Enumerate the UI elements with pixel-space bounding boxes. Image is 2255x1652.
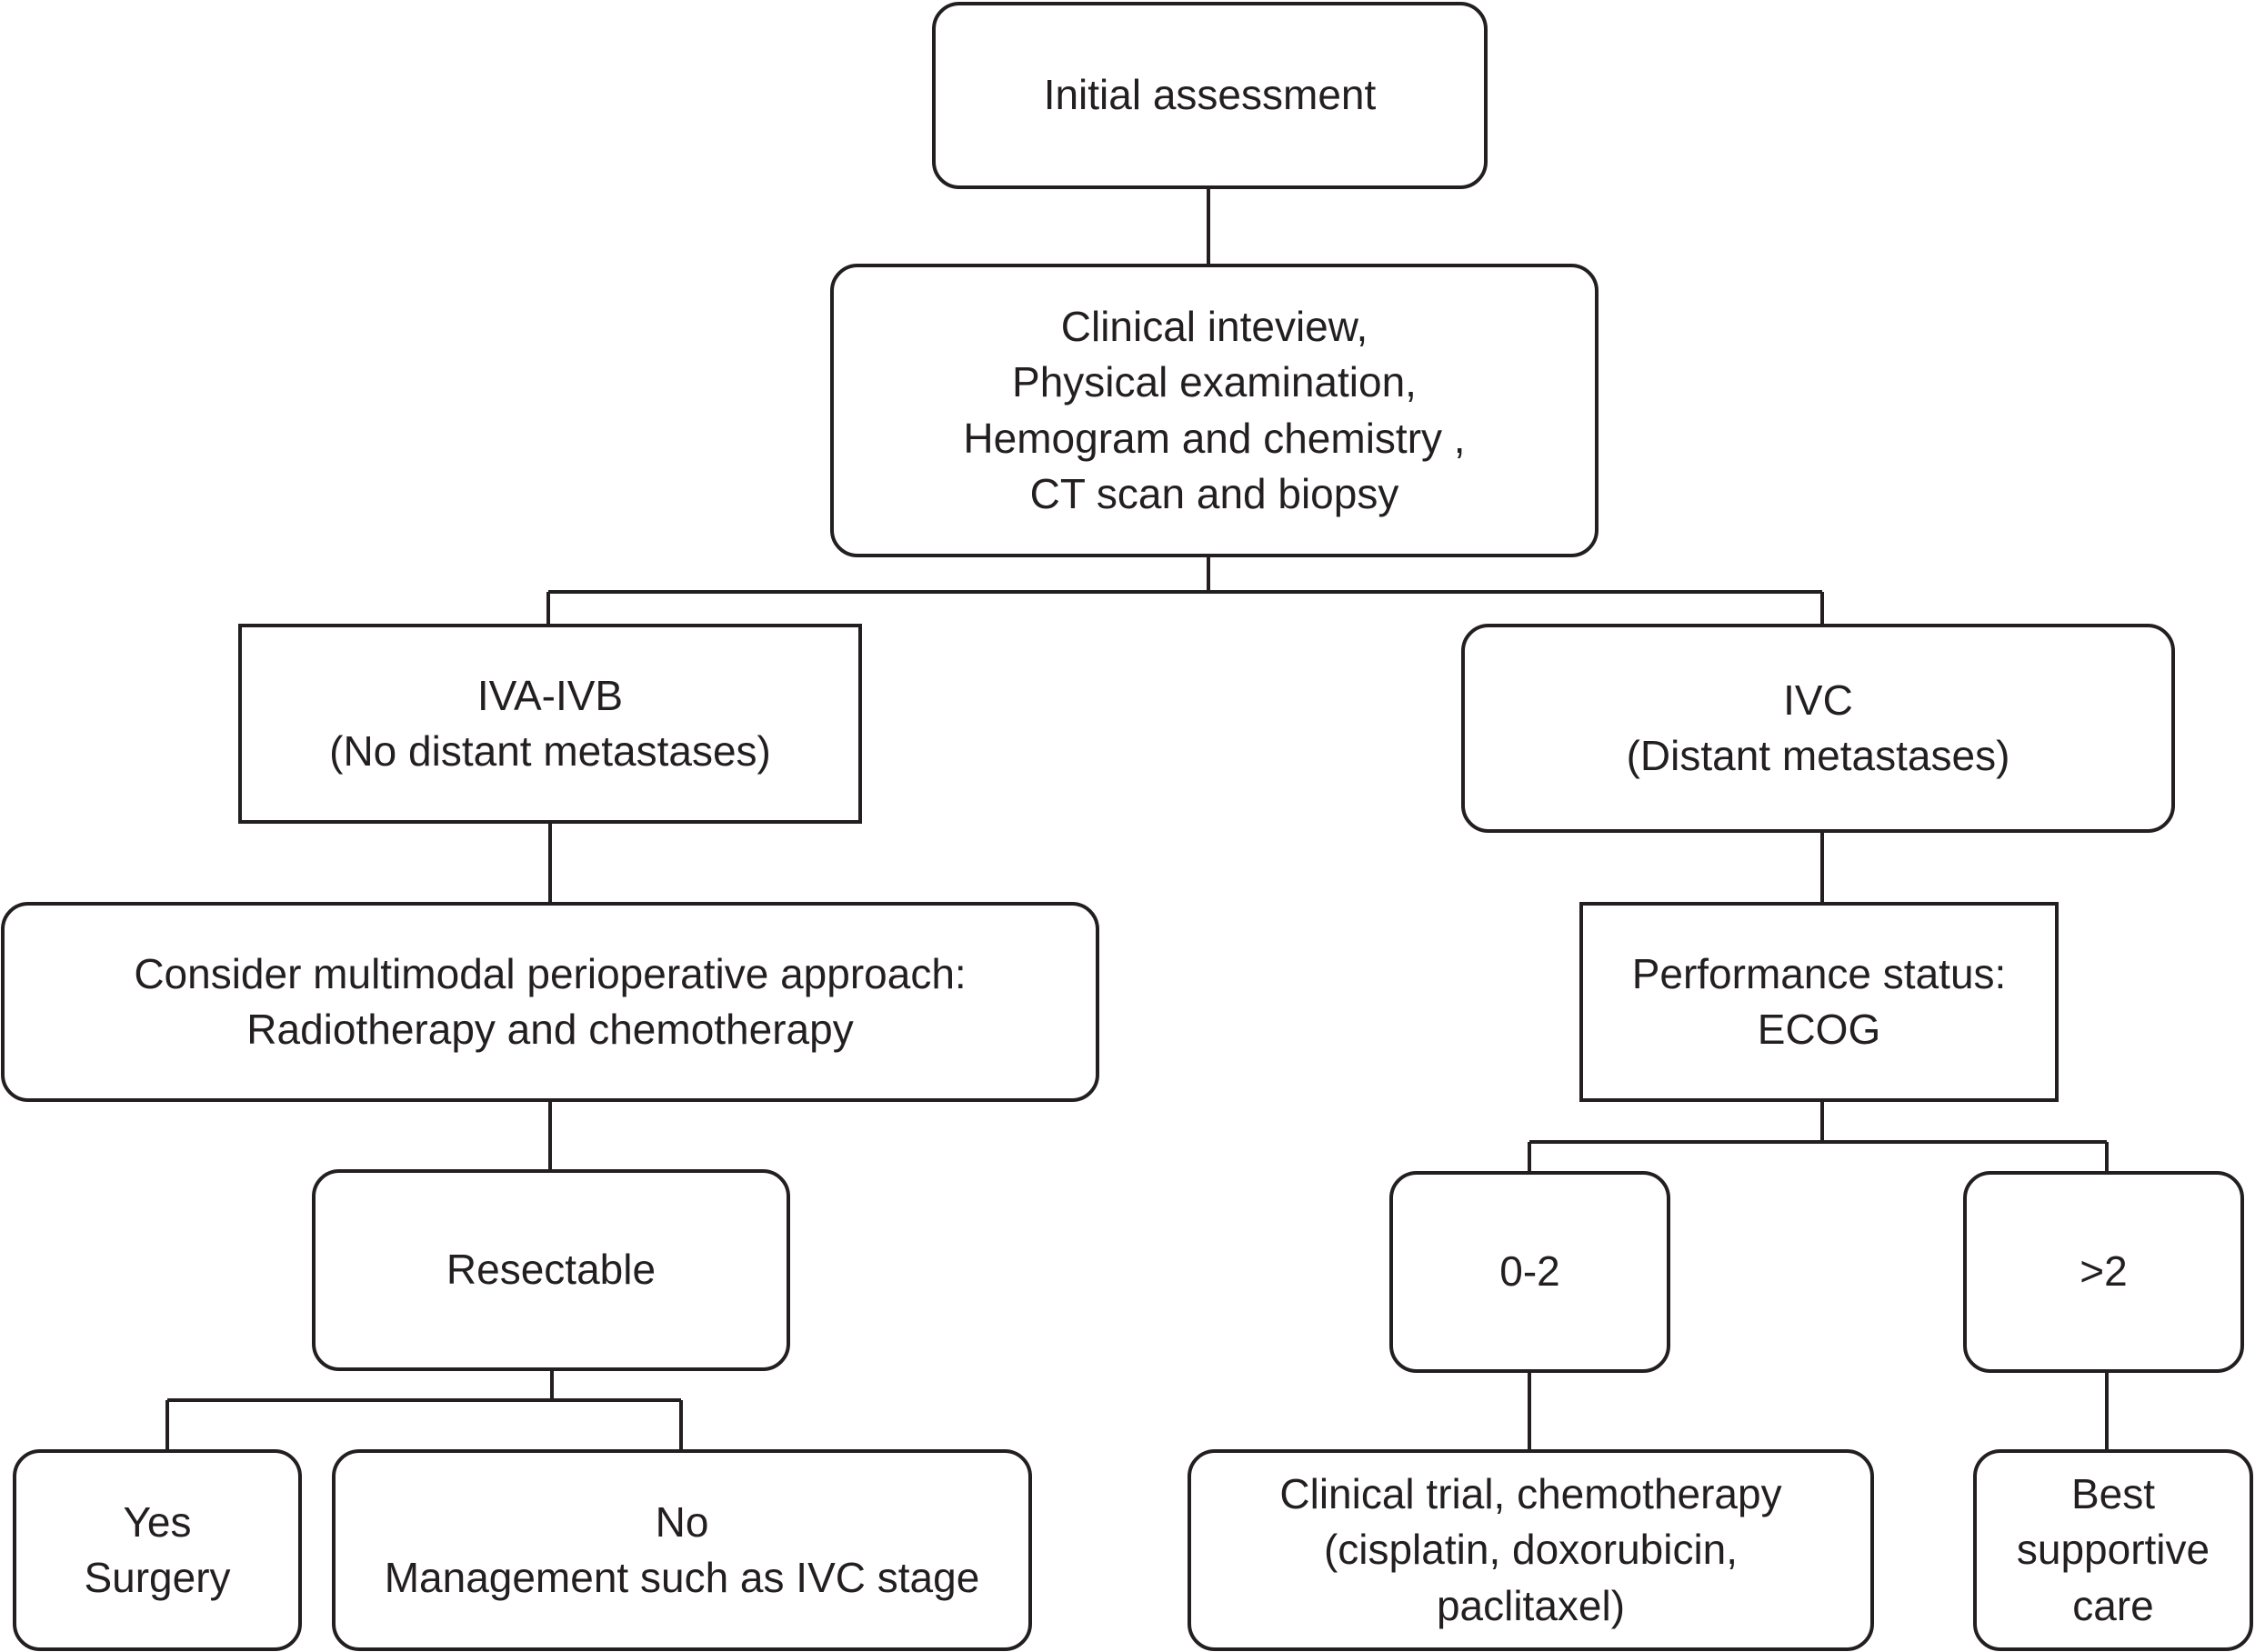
multimodal-approach-box: Consider multimodal perioperative approa… xyxy=(1,902,1099,1102)
best-supportive-care-box: Best supportive care xyxy=(1973,1449,2253,1651)
iva-ivb-label: IVA-IVB (No distant metastases) xyxy=(329,671,771,775)
ecog-gt-2-label: >2 xyxy=(2080,1247,2128,1296)
best-supportive-care-label: Best supportive care xyxy=(2016,1470,2210,1629)
initial-assessment-label: Initial assessment xyxy=(1043,71,1377,119)
no-management-label: No Management such as IVC stage xyxy=(384,1497,980,1601)
multimodal-approach-label: Consider multimodal perioperative approa… xyxy=(134,949,967,1053)
ecog-0-2-box: 0-2 xyxy=(1389,1171,1670,1373)
ecog-0-2-label: 0-2 xyxy=(1499,1247,1560,1296)
yes-surgery-label: Yes Surgery xyxy=(84,1497,231,1601)
initial-assessment-box: Initial assessment xyxy=(932,2,1488,189)
ivc-box: IVC (Distant metastases) xyxy=(1461,624,2175,833)
ecog-gt-2-box: >2 xyxy=(1963,1171,2244,1373)
iva-ivb-box: IVA-IVB (No distant metastases) xyxy=(238,624,862,824)
clinical-trial-box: Clinical trial, chemotherapy (cisplatin,… xyxy=(1188,1449,1874,1651)
workup-label: Clinical inteview, Physical examination,… xyxy=(963,303,1466,517)
performance-status-box: Performance status: ECOG xyxy=(1579,902,2059,1102)
workup-box: Clinical inteview, Physical examination,… xyxy=(830,264,1599,557)
yes-surgery-box: Yes Surgery xyxy=(13,1449,302,1651)
resectable-label: Resectable xyxy=(446,1246,656,1294)
clinical-trial-label: Clinical trial, chemotherapy (cisplatin,… xyxy=(1279,1470,1782,1629)
ivc-label: IVC (Distant metastases) xyxy=(1626,676,2010,779)
no-management-box: No Management such as IVC stage xyxy=(332,1449,1032,1651)
performance-status-label: Performance status: ECOG xyxy=(1631,949,2007,1053)
resectable-box: Resectable xyxy=(312,1169,790,1371)
